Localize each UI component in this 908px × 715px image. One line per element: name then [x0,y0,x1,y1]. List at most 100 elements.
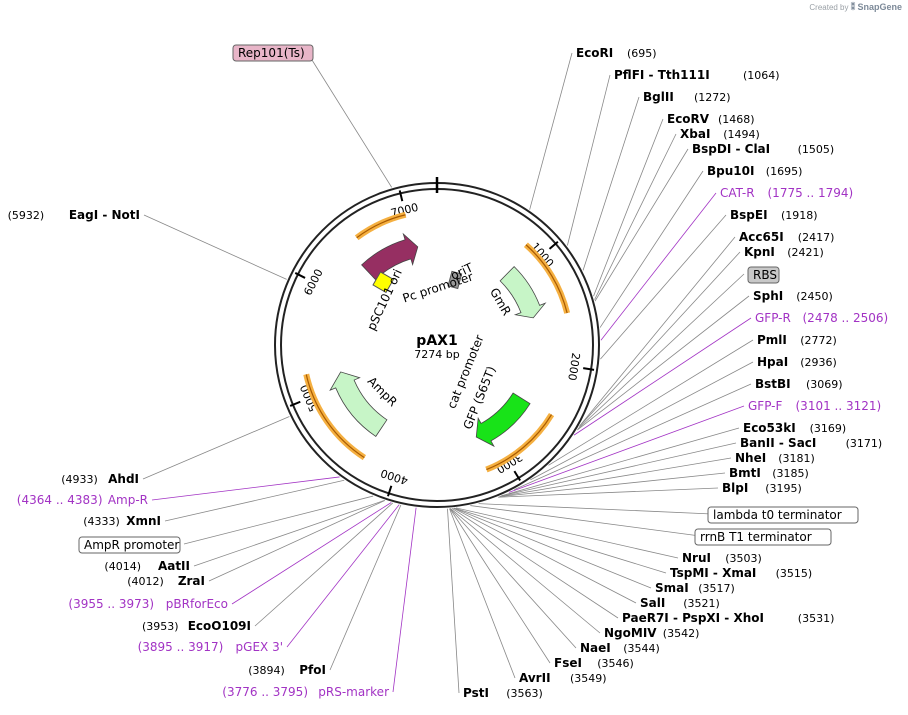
site-position: (1918) [781,209,818,222]
watermark-brand: SnapGene [857,2,902,12]
snapgene-watermark: Created by ⁑ SnapGene [809,2,902,13]
site-name: PflFI - Tth111I [614,68,710,82]
leader-line [514,383,752,491]
leader-line [594,133,677,300]
leader-line [453,507,652,589]
site-position: (1695) [766,165,803,178]
site-name: KpnI [744,245,775,259]
leader-line [231,502,392,605]
site-name: XmnI [126,514,161,528]
site-name: BanII - SacI [740,436,816,450]
leader-line [548,339,754,466]
site-name: SphI [753,289,783,303]
site-name: NgoMIV [604,626,657,640]
leader-line [600,192,717,341]
site-name: PstI [463,686,489,700]
site-name: pGEX 3' [236,640,283,654]
ampr-promoter-label: AmpR promoter [84,538,179,552]
leader-line [164,479,345,522]
site-name: PmlI [757,333,787,347]
site-name: NaeI [580,641,611,655]
leader-line [530,361,754,481]
site-name: pBRforEco [166,597,228,611]
leader-line [183,495,374,545]
site-position: (2450) [796,290,833,303]
tick-mark [294,272,306,279]
tick-mark [289,400,301,407]
tick-mark [387,485,393,497]
site-name: AvrII [519,671,551,685]
site-position: (3517) [698,582,735,595]
site-position: (2772) [800,334,837,347]
site-position: (3169) [810,422,847,435]
site-position: (2421) [787,246,824,259]
orf-arc-line [305,374,365,459]
site-name: SmaI [655,581,689,595]
leader-line [455,507,679,559]
site-position: (5932) [8,209,45,222]
orf-arc-line [356,214,406,239]
site-name: XbaI [680,127,710,141]
site-name: AatII [158,559,190,573]
leader-line [449,508,577,649]
site-position: (3955 .. 3973) [68,597,154,611]
leader-lines [142,52,754,694]
site-position: (3185) [772,467,809,480]
leader-line [478,503,713,515]
rep101-label-box [232,44,314,62]
plasmid-length: 7274 bp [414,348,459,361]
site-position: (1494) [723,128,760,141]
site-position: (1064) [743,69,780,82]
leader-line [508,405,745,493]
tick-label: 2000 [565,352,582,382]
site-name: CAT-R [720,186,755,200]
site-name: SalI [640,596,665,610]
leader-line [286,504,400,648]
site-name: EagI - NotI [69,208,140,222]
leader-line [208,500,385,582]
site-position: (3171) [846,437,883,450]
leader-line [501,442,737,497]
leader-line [254,502,394,627]
leader-line [599,170,704,328]
leader-line [529,52,573,210]
leader-line [499,457,732,497]
rrnB-t1-label-box [694,528,832,546]
site-name: BmtI [729,466,761,480]
site-name: BlpI [722,481,748,495]
rbs-label-box [747,266,780,284]
site-position: (3776 .. 3795) [222,685,308,699]
feature-arrow-3 [475,392,531,448]
site-position: (3181) [778,452,815,465]
leader-line [151,476,340,501]
orf-arc-line [525,244,568,314]
site-position: (1468) [718,113,755,126]
leader-line [193,500,385,567]
leader-line [573,317,752,436]
feature-arrow-4 [329,371,388,437]
leader-line [143,214,287,280]
site-position: (4014) [104,560,141,573]
feature-label: Pc promoter [401,270,475,306]
site-position: (3531) [798,612,835,625]
site-name: PfoI [299,663,326,677]
leader-line [593,118,664,297]
site-name: FseI [554,656,582,670]
leader-line [453,507,637,604]
site-name: BglII [643,90,674,104]
site-position: (695) [627,47,657,60]
ampr-promoter-label-box [78,536,181,554]
snapgene-logo-icon: ⁑ [850,2,856,12]
site-name: GFP-R [755,311,791,325]
site-name: Eco53kI [743,421,796,435]
tick-mark [548,240,559,250]
tick-mark [398,190,404,202]
site-position: (3549) [570,672,607,685]
site-position: (4012) [127,575,164,588]
site-position: (3515) [776,567,813,580]
site-position: (1775 .. 1794) [768,186,854,200]
leader-line [498,487,719,498]
orf-arc [354,211,407,241]
site-position: (3521) [683,597,720,610]
